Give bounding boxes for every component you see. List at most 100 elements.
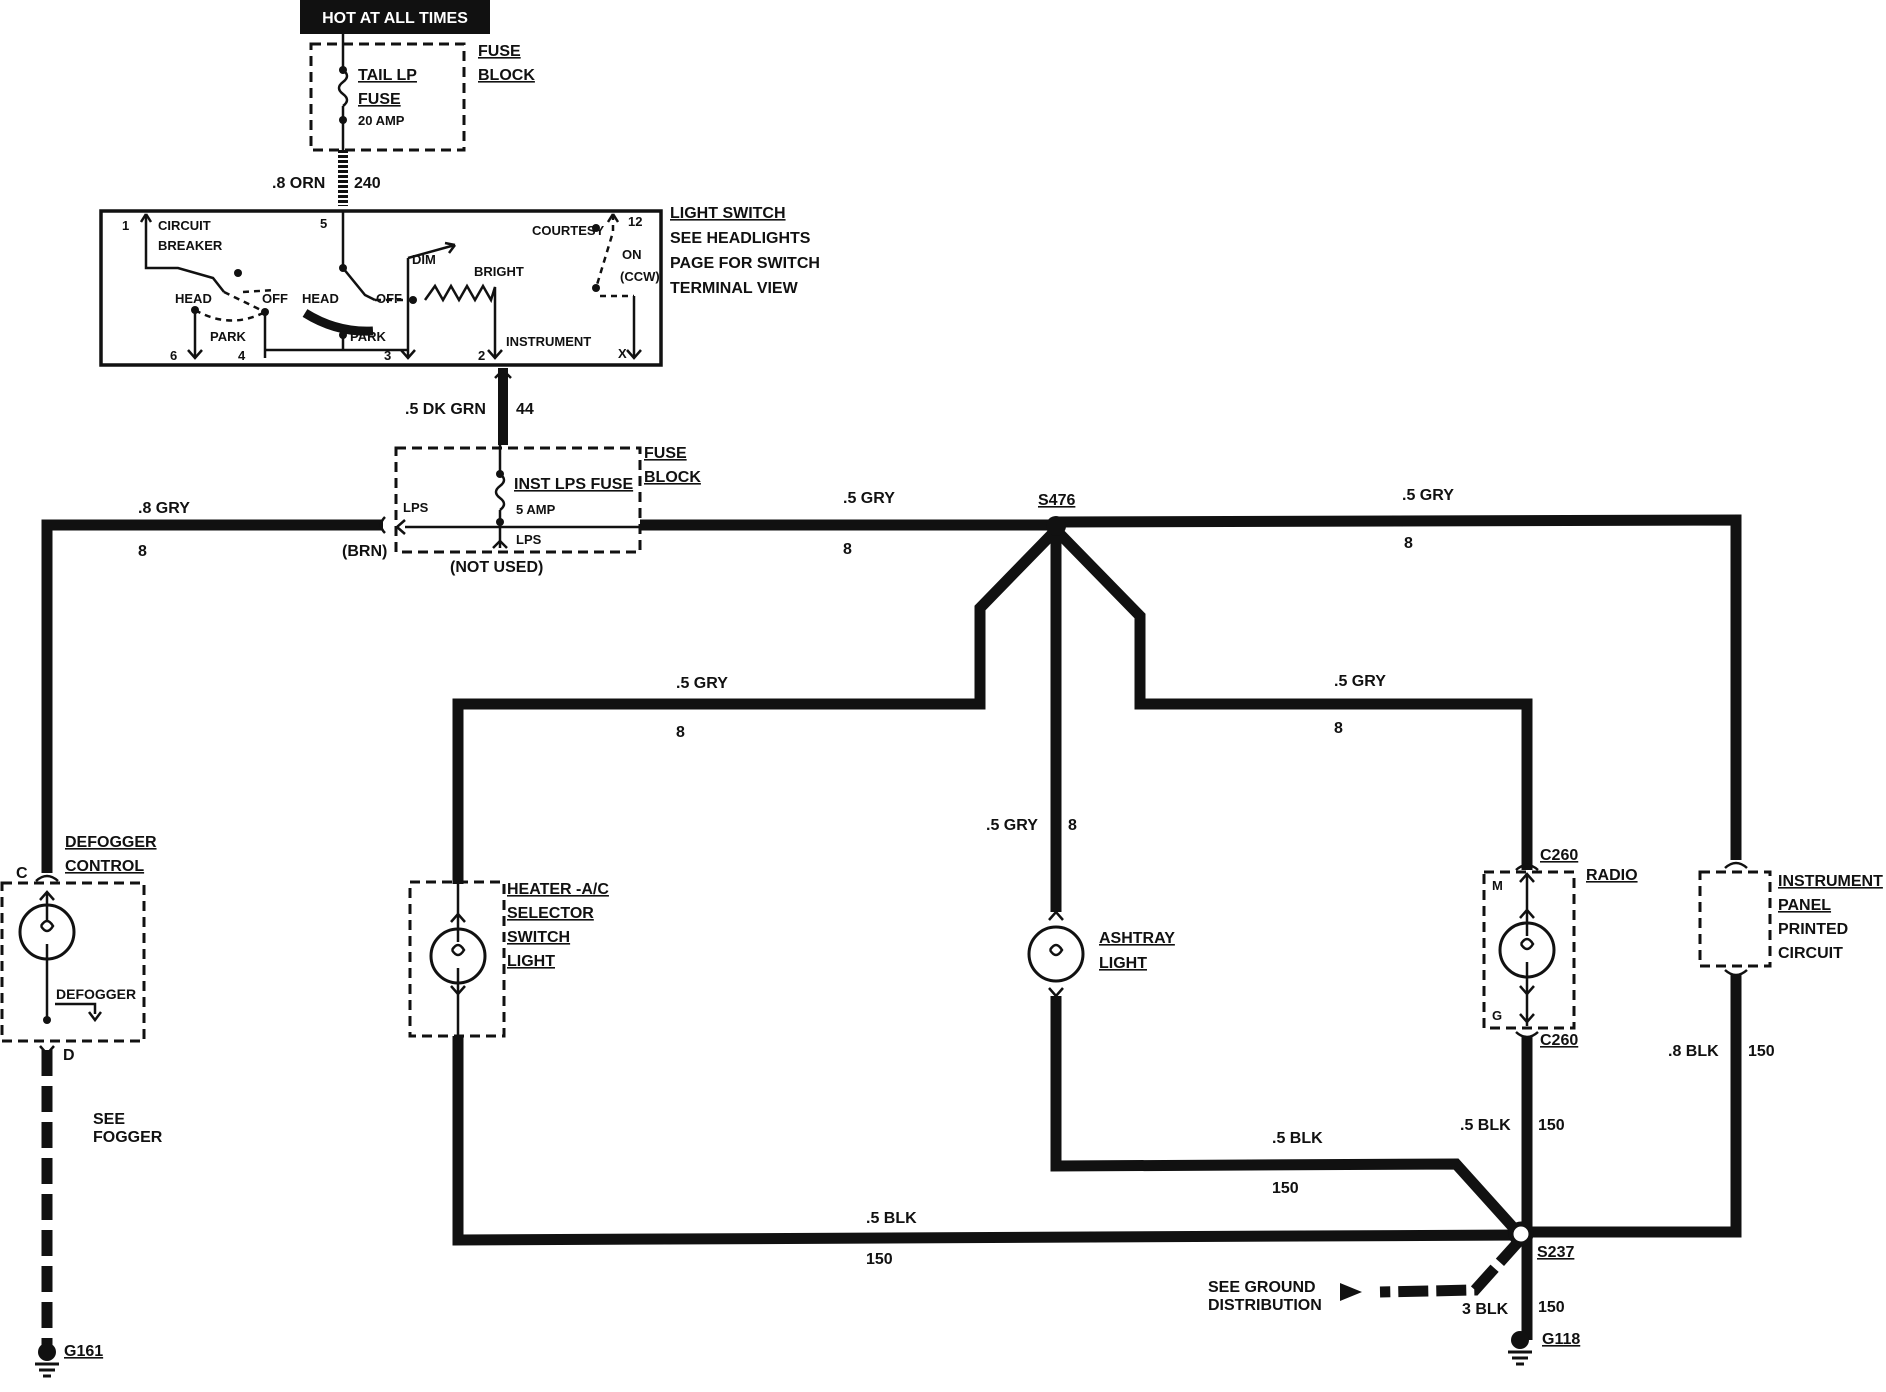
wire-heater-gray-gauge: .5 GRY [676,675,728,692]
heater-label-3: SWITCH [507,929,570,946]
brn-label: (BRN) [342,543,387,560]
mid-fuse-block-label-2: BLOCK [644,469,701,486]
top-fuse-block-label-2: BLOCK [478,67,535,84]
ls-head-left: HEAD [175,291,212,306]
wire-heater-blk [452,1036,1521,1246]
ground-g161-label: G161 [64,1343,103,1360]
wire-heater-gray [452,526,1060,884]
defogger-dot [43,1016,51,1024]
inst-fuse-dot-top [496,470,504,478]
ls-term-5: 5 [320,216,327,231]
ls-off-left: OFF [262,291,288,306]
ls-term-4: 4 [238,348,246,363]
light-switch-box [99,209,663,367]
hot-label-box [300,0,490,34]
inst-fuse-rating: 5 AMP [516,502,556,517]
ipc-label-1: INSTRUMENT [1778,873,1883,890]
radio-term-m: M [1492,878,1503,893]
not-used-label: (NOT USED) [450,559,543,576]
defogger-title-1: DEFOGGER [65,834,157,851]
ls-term-x: X [618,346,627,361]
ls-term-2: 2 [478,348,485,363]
mid-fuse-block-label-1: FUSE [644,445,687,462]
inst-fuse-element [494,473,506,511]
ls-circuit-breaker-2: BREAKER [158,238,223,253]
ls-ccw: (CCW) [620,269,660,284]
mid-fuse-block-box [394,446,642,554]
radio-c260-bottom: C260 [1540,1032,1578,1049]
light-switch-note-3: TERMINAL VIEW [670,280,799,297]
wire-ground-blk-circuit: 150 [1538,1299,1565,1316]
ipc-label-4: CIRCUIT [1778,945,1843,962]
defogger-title-2: CONTROL [65,858,144,875]
ground-g118-label: G118 [1542,1331,1580,1348]
heater-lamp-filament [450,884,466,1036]
tail-fuse-dot-bottom [339,116,347,124]
lps-left-label: LPS [403,500,429,515]
splice-s237 [1508,1221,1534,1247]
top-fuse-block-label-1: FUSE [478,43,521,60]
wire-44-connector [494,368,512,379]
tail-fuse-element [337,69,349,107]
radio-title: RADIO [1586,867,1638,884]
defogger-switch [55,1002,102,1023]
wire-ground-dist [1379,1236,1525,1298]
radio-arrow-top [1519,872,1535,919]
splice-s237-label: S237 [1537,1244,1574,1261]
light-switch-internals [139,212,642,360]
defogger-term-c: C [16,865,28,882]
wire-bottom-blk-gauge: .5 BLK [866,1210,917,1227]
wire-right-gray-gauge: .5 GRY [1402,487,1454,504]
ipc-label-3: PRINTED [1778,921,1848,938]
wire-ashtray-gray-gauge: .5 GRY [986,817,1038,834]
radio-term-g: G [1492,1008,1502,1023]
ls-park-left: PARK [210,329,246,344]
lps-left-terminal [395,519,406,535]
ashtray-arrow-top [1048,910,1064,921]
ls-park-mid: PARK [350,329,386,344]
ashtray-label-2: LIGHT [1099,955,1147,972]
inst-fuse-dot-bottom [496,518,504,526]
heater-arrow-bottom [450,985,466,996]
ls-off-mid: OFF [376,291,402,306]
ls-term-12: 12 [628,214,642,229]
wire-240-circuit: 240 [354,175,381,192]
heater-label-2: SELECTOR [507,905,594,922]
ground-dist-arrow [1340,1283,1362,1301]
ground-g118-icon [1508,1331,1532,1366]
ls-courtesy: COURTESY [532,223,605,238]
wire-bottom-blk-circuit: 150 [866,1251,893,1268]
see-ground-dist-2: DISTRIBUTION [1208,1297,1322,1314]
wire-radio-gray [1052,526,1533,870]
ground-g161-icon [35,1343,59,1378]
ashtray-arrow-bottom [1048,987,1064,998]
radio-connector-top [1515,863,1539,871]
wire-radio-blk-gauge: .5 BLK [1460,1117,1511,1134]
defogger-arrow [39,890,55,901]
ipc-box [1698,870,1772,968]
ls-on: ON [622,247,642,262]
defogger-connector-top [35,874,59,882]
wire-ipc-blk [1527,974,1742,1238]
wire-ashtray-blk-gauge: .5 BLK [1272,1130,1323,1147]
ls-circuit-breaker-1: CIRCUIT [158,218,211,233]
defogger-box [0,881,146,1043]
defogger-inner-label: DEFOGGER [56,986,136,1002]
wire-radio-gray-gauge: .5 GRY [1334,673,1386,690]
wire-240-gauge: .8 ORN [272,175,325,192]
wire-ashtray-blk [1050,996,1525,1239]
wire-left-gray-gauge: .8 GRY [138,500,190,517]
wire-ground-blk-gauge: 3 BLK [1462,1301,1509,1318]
ls-instrument: INSTRUMENT [506,334,591,349]
wire-ashtray-gray-circuit: 8 [1068,817,1077,834]
tail-fuse-dot-top [339,66,347,74]
see-fogger-1: SEE [93,1111,125,1128]
ls-term-3: 3 [384,348,391,363]
heater-label-4: LIGHT [507,953,555,970]
ashtray-label-1: ASHTRAY [1099,930,1175,947]
wire-radio-gray-circuit: 8 [1334,720,1343,737]
tail-fuse-rating: 20 AMP [358,113,405,128]
see-fogger-2: FOGGER [93,1129,163,1146]
ashtray-lamp [1027,925,1085,983]
